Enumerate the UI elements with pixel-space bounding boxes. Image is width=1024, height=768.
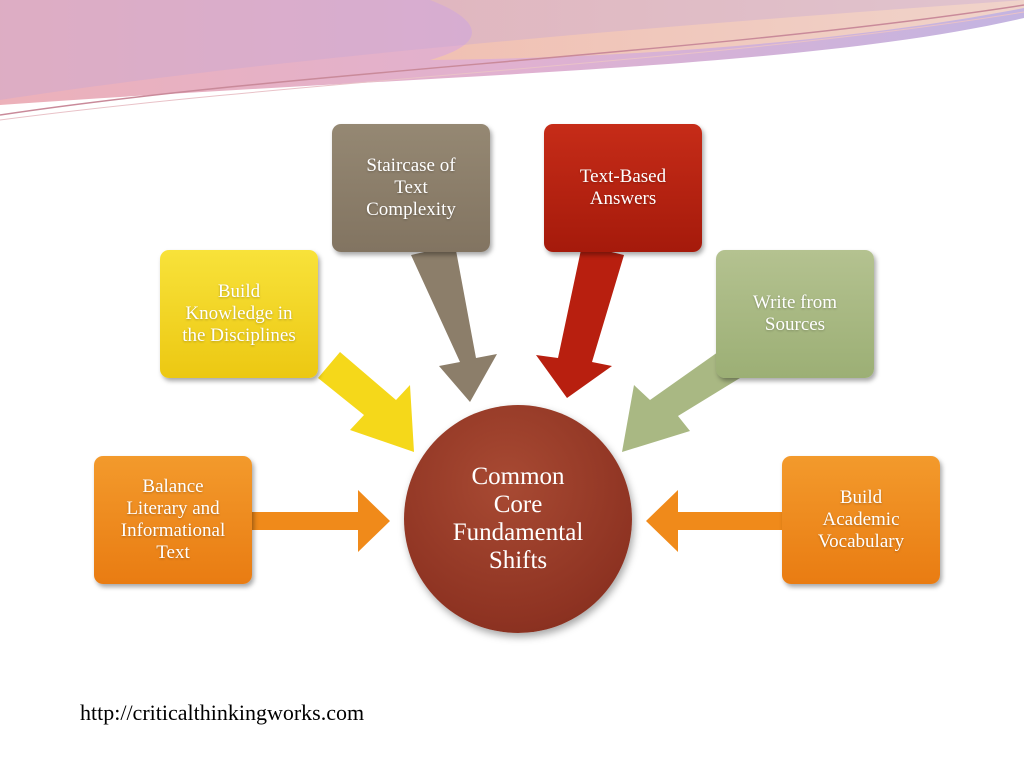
box-write-label: Write from Sources xyxy=(752,292,838,335)
arrow-textbased xyxy=(536,245,624,398)
box-staircase-label: Staircase of Text Complexity xyxy=(366,155,456,220)
center-circle: Common Core Fundamental Shifts xyxy=(404,405,632,633)
header-swoosh xyxy=(0,0,1024,121)
source-url: http://criticalthinkingworks.com xyxy=(80,700,365,725)
box-balance-label: Balance Literary and Informational Text xyxy=(120,476,226,563)
box-text-based-answers: Text-Based Answers xyxy=(544,124,702,252)
arrow-knowledge xyxy=(318,352,414,452)
box-build-knowledge: Build Knowledge in the Disciplines xyxy=(160,250,318,378)
box-staircase-complexity: Staircase of Text Complexity xyxy=(332,124,490,252)
box-write-from-sources: Write from Sources xyxy=(716,250,874,378)
box-knowledge-label: Build Knowledge in the Disciplines xyxy=(182,281,296,346)
arrow-write xyxy=(622,352,740,452)
box-textbased-label: Text-Based Answers xyxy=(579,166,667,209)
box-vocab-label: Build Academic Vocabulary xyxy=(817,487,905,552)
arrow-balance xyxy=(250,490,390,552)
arrow-vocab xyxy=(646,490,782,552)
arrow-staircase xyxy=(411,245,497,402)
box-balance-literary-informational: Balance Literary and Informational Text xyxy=(94,456,252,584)
box-academic-vocabulary: Build Academic Vocabulary xyxy=(782,456,940,584)
center-label: Common Core Fundamental Shifts xyxy=(452,463,584,574)
